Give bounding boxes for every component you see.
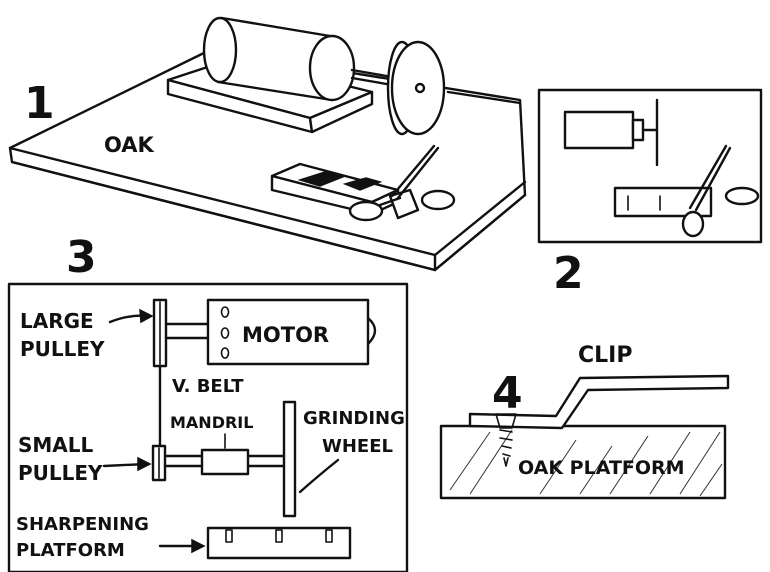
screw xyxy=(495,413,517,467)
panel-number-2: 2 xyxy=(553,248,584,299)
oak-platform-block xyxy=(439,424,727,500)
large-pulley xyxy=(152,298,168,368)
sharpening-platform-arrow xyxy=(158,538,206,554)
grinding-wheel xyxy=(282,400,297,518)
shaft-and-wheel xyxy=(350,40,446,136)
grinding-wheel-label-line1: GRINDING xyxy=(303,408,405,429)
panel-2: 2 xyxy=(537,88,763,299)
sharpening-platform-label-line1: SHARPENING xyxy=(16,514,149,535)
oak-platform-label: OAK PLATFORM xyxy=(518,457,685,479)
small-pulley-arrow xyxy=(102,456,152,472)
panel-number-4: 4 xyxy=(492,368,523,419)
sharpening-platform xyxy=(206,526,352,560)
oak-label: OAK xyxy=(104,133,155,157)
small-pulley-label-line1: SMALL xyxy=(18,433,94,457)
panel-3: 3 MOTOR xyxy=(7,232,409,572)
clip xyxy=(468,374,730,430)
motor-cylinder xyxy=(202,16,356,102)
motor: MOTOR xyxy=(206,298,377,366)
large-pulley-arrow xyxy=(108,308,154,324)
panel-3-frame xyxy=(7,282,409,572)
large-pulley-label-line1: LARGE xyxy=(20,309,94,333)
panel-number-1: 1 xyxy=(24,78,55,129)
small-pulley xyxy=(151,444,167,482)
mandril-label: MANDRIL xyxy=(170,413,253,432)
small-pulley-label-line2: PULLEY xyxy=(18,461,103,485)
v-belt-label: V. BELT xyxy=(172,376,244,397)
platform-and-scissors xyxy=(270,144,456,222)
clip-label: CLIP xyxy=(578,343,632,368)
panel-1: 1 OAK xyxy=(8,16,527,272)
panel-number-3: 3 xyxy=(66,232,97,283)
motor-label: MOTOR xyxy=(242,323,329,347)
panel-2-motor xyxy=(563,110,635,150)
sharpening-platform-label-line2: PLATFORM xyxy=(16,540,125,561)
panel-4: 4 CLIP OAK PLATFORM xyxy=(439,343,730,500)
panel-2-frame xyxy=(537,88,763,244)
large-pulley-label-line2: PULLEY xyxy=(20,337,105,361)
grinding-wheel-label-line2: WHEEL xyxy=(322,436,393,457)
mandril xyxy=(163,448,287,476)
